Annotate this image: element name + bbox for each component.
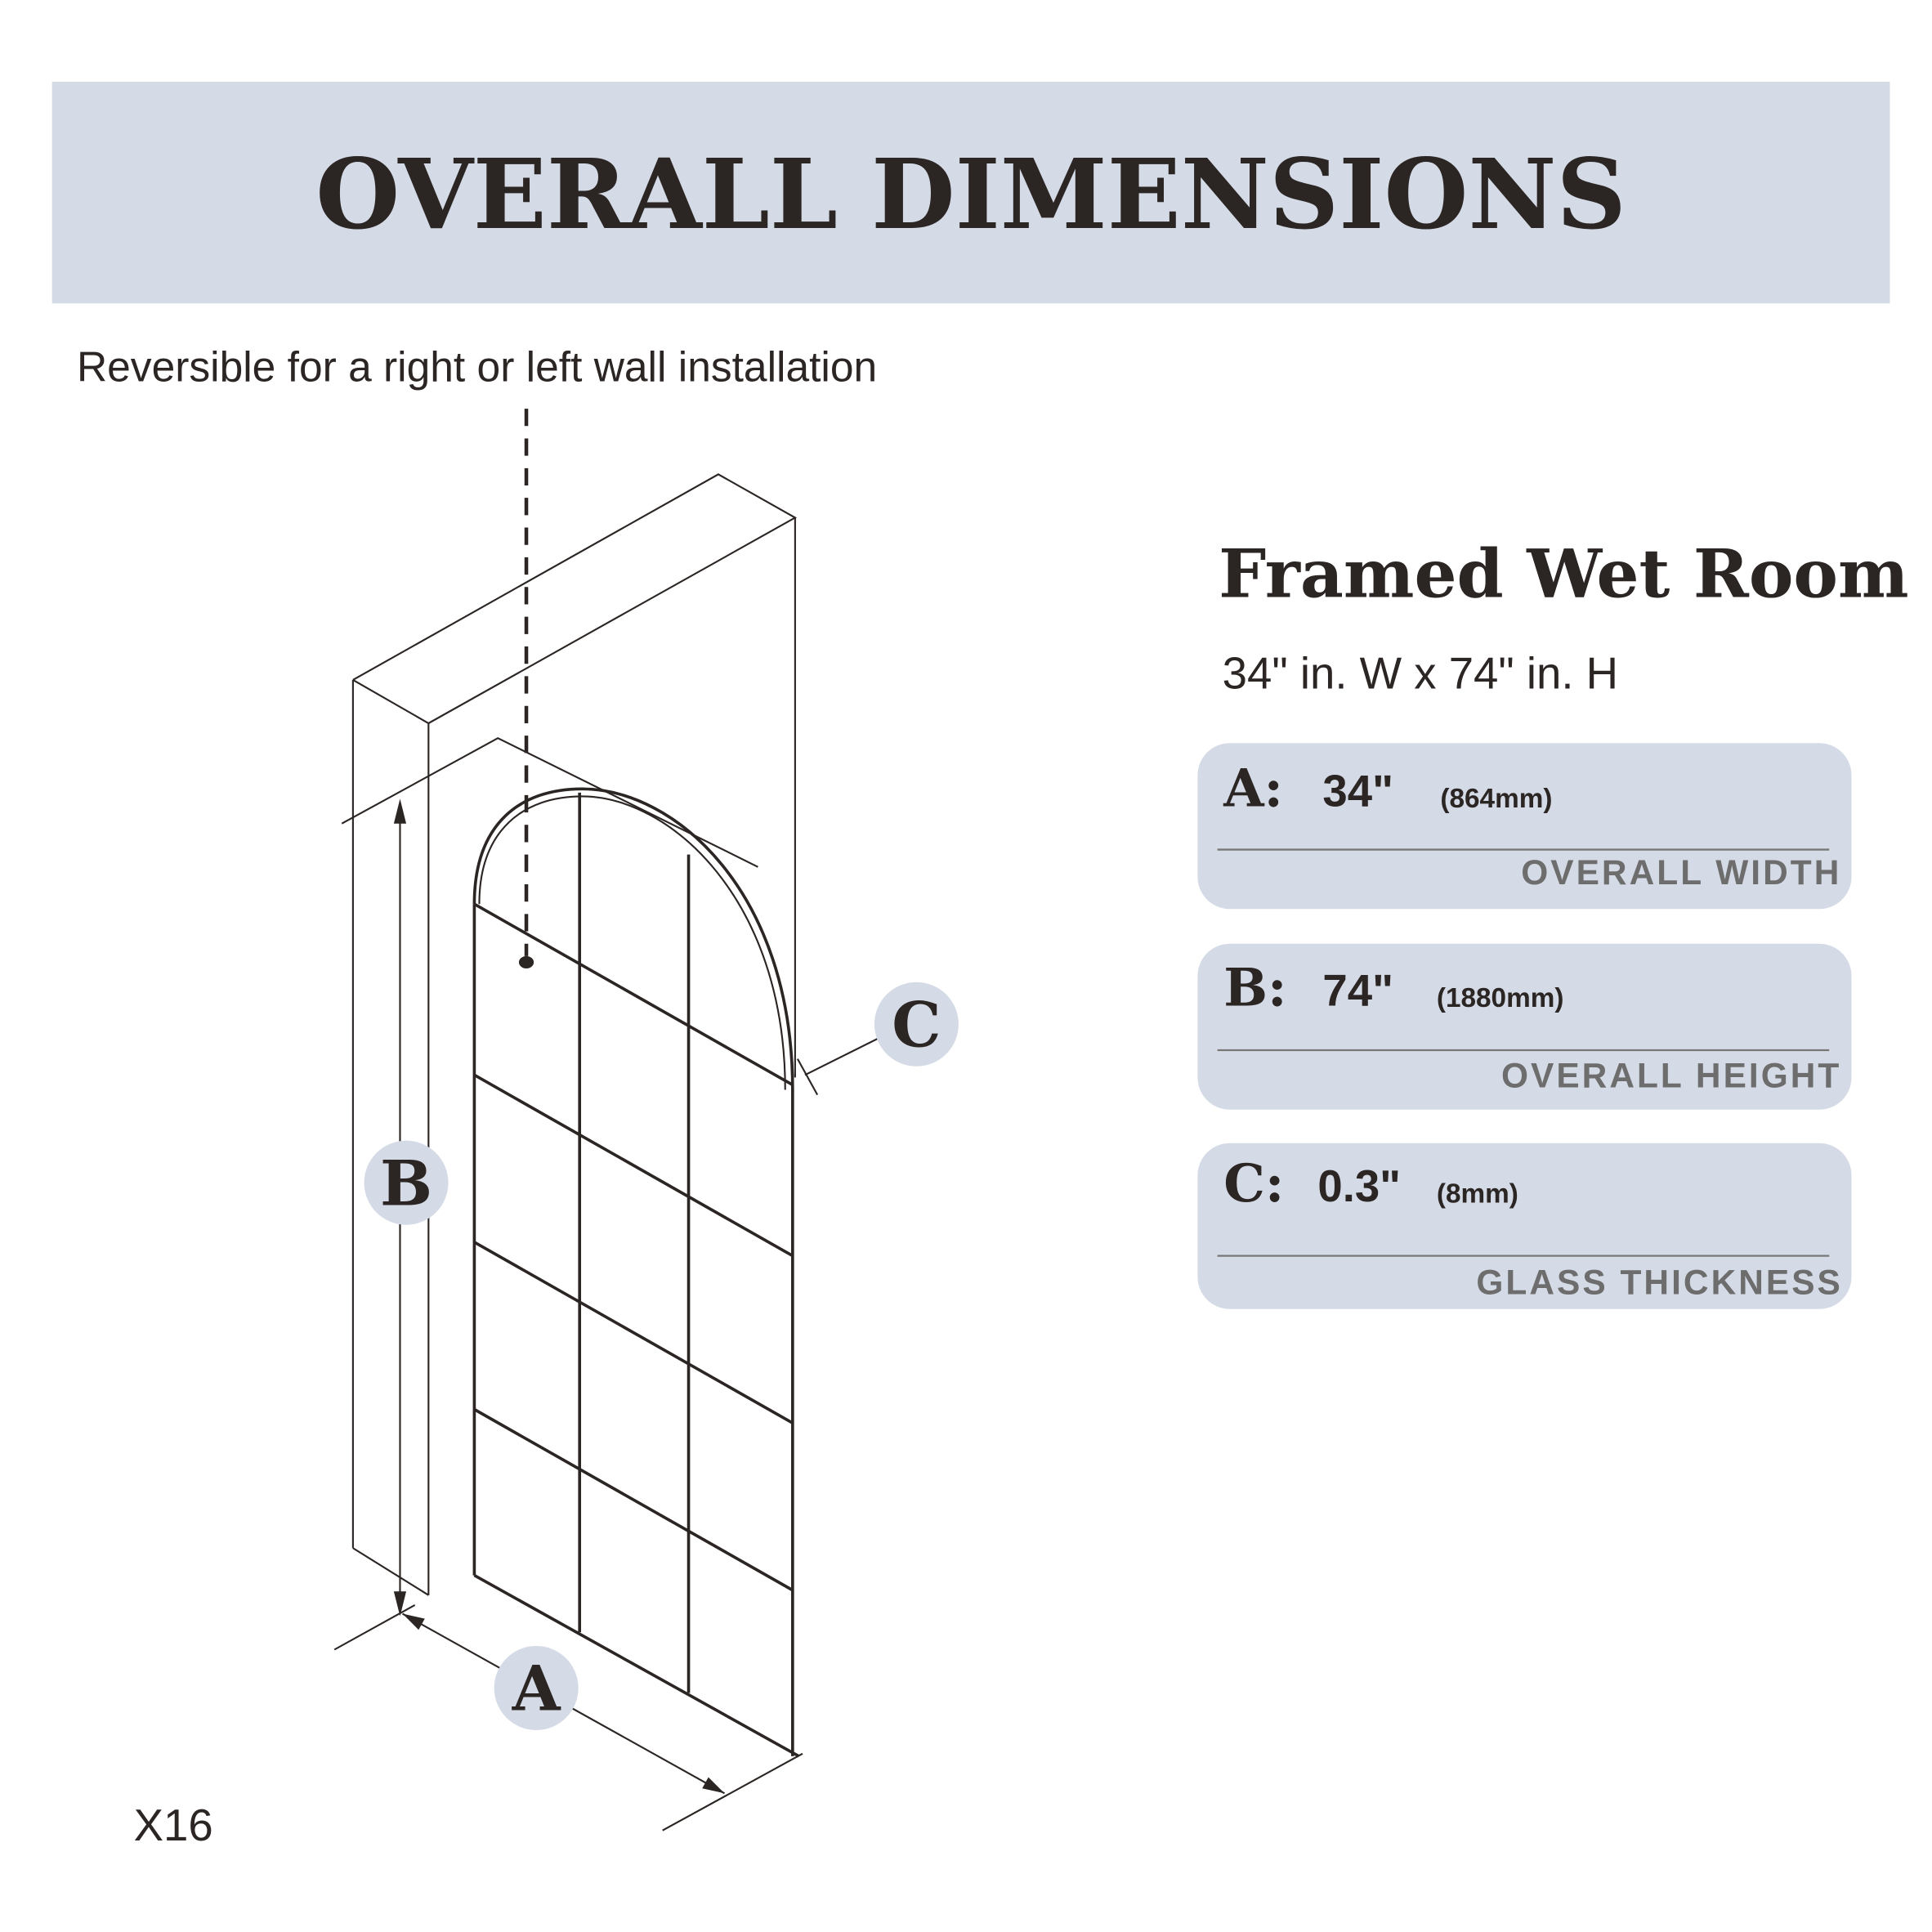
product-size: 34" in. W x 74" in. H (1223, 649, 1618, 699)
marker-b: B (364, 1140, 449, 1225)
svg-text:B:: B: (1223, 957, 1286, 1018)
svg-text:0.3": 0.3" (1317, 1161, 1401, 1211)
product-name: Framed Wet Room (1219, 534, 1908, 613)
svg-text:(1880mm): (1880mm) (1437, 983, 1564, 1013)
glass-panel (472, 787, 800, 1758)
svg-text:(8mm): (8mm) (1437, 1178, 1518, 1209)
wall (351, 473, 798, 1596)
svg-text:C:: C: (1223, 1153, 1284, 1214)
spec-card-width: A: 34" (864mm) OVERALL WIDTH (1197, 743, 1852, 910)
svg-text:C: C (892, 989, 941, 1062)
shower-diagram: B A C (333, 409, 959, 1831)
svg-text:OVERALL WIDTH: OVERALL WIDTH (1521, 853, 1841, 892)
svg-text:34": 34" (1322, 767, 1393, 816)
title-banner (51, 82, 1890, 304)
svg-text:A: A (512, 1652, 561, 1725)
reversible-note: Reversible for a right or left wall inst… (77, 343, 877, 391)
spec-card-thickness: C: 0.3" (8mm) GLASS THICKNESS (1197, 1143, 1852, 1309)
marker-c: C (874, 982, 959, 1067)
spec-card-height: B: 74" (1880mm) OVERALL HEIGHT (1197, 943, 1852, 1110)
model-number: X16 (134, 1800, 213, 1850)
svg-text:GLASS THICKNESS: GLASS THICKNESS (1476, 1263, 1843, 1302)
page-title: OVERALL DIMENSIONS (315, 137, 1626, 251)
svg-text:(864mm): (864mm) (1440, 784, 1552, 814)
marker-a: A (494, 1645, 579, 1730)
svg-text:74": 74" (1322, 965, 1393, 1015)
svg-text:OVERALL HEIGHT: OVERALL HEIGHT (1501, 1057, 1841, 1095)
svg-text:B: B (380, 1147, 432, 1219)
svg-text:A:: A: (1223, 758, 1283, 820)
